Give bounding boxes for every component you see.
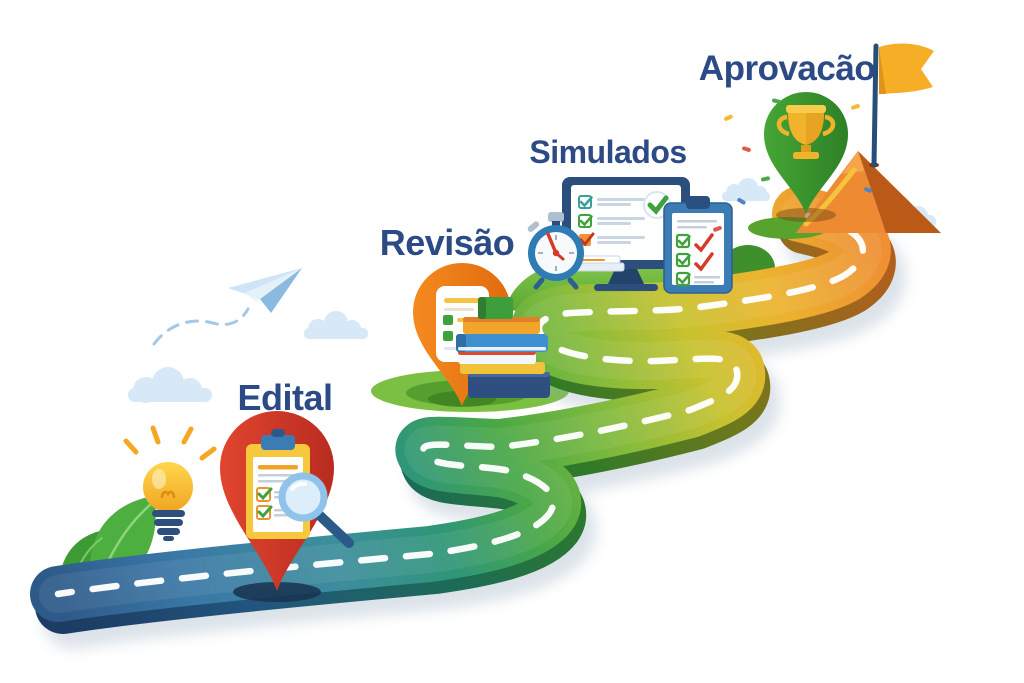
lightbulb-icon <box>123 425 217 541</box>
books-stack-icon <box>456 297 550 398</box>
pin-shadow <box>776 208 836 222</box>
step-label-simulados: Simulados <box>529 134 687 170</box>
cloud-icon <box>128 367 212 403</box>
step-marker-simulados <box>527 177 733 294</box>
step-marker-revisao <box>412 262 550 407</box>
trophy-icon <box>776 105 836 159</box>
monitor-icon <box>562 177 690 291</box>
confetti-icon <box>713 98 872 232</box>
road <box>30 186 906 649</box>
road-center-line <box>54 210 867 598</box>
step-label-revisao: Revisão <box>379 222 515 263</box>
flag-icon <box>869 43 934 168</box>
step-marker-edital <box>220 411 354 602</box>
step-label-aprovacao: Aprovacão <box>698 49 876 88</box>
cloud-icon <box>722 178 770 201</box>
plane-trail <box>152 307 250 346</box>
step-marker-aprovacao <box>764 92 848 222</box>
pin-shadow <box>233 582 321 602</box>
paper-plane-icon <box>228 268 302 313</box>
step-label-edital: Edital <box>237 377 333 418</box>
checklist-clipboard-icon <box>663 196 733 294</box>
magnifier-icon <box>278 472 354 548</box>
papers-icon <box>569 255 625 272</box>
stopwatch-icon <box>527 212 584 290</box>
cloud-icon <box>304 311 368 339</box>
